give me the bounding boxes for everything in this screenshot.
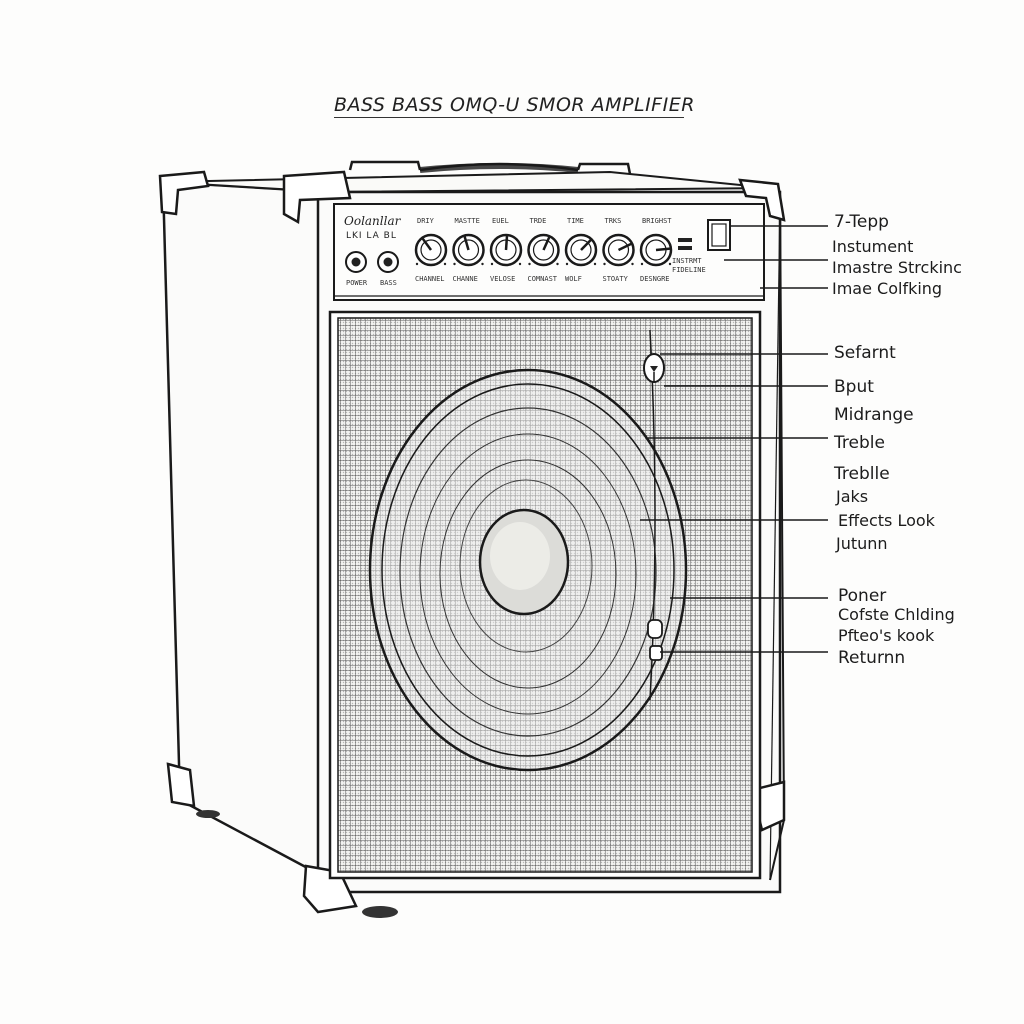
callout-label: Imae Colfking — [832, 279, 943, 298]
knob-cap — [457, 239, 480, 261]
knob-cap — [420, 239, 442, 261]
callout-label: Treble — [834, 433, 885, 453]
corner-protector — [166, 762, 196, 808]
panel-brand: Oolanllar — [344, 214, 401, 228]
input-label: BASS — [380, 279, 397, 287]
callout-label: Sefarnt — [834, 343, 896, 363]
knob-tick — [603, 262, 606, 266]
knob-pointer — [463, 236, 470, 251]
knob-tick — [415, 262, 419, 266]
knob-label-top: DRIY — [417, 217, 434, 225]
knob-tick — [490, 262, 494, 266]
switch-label: INSTRMT — [672, 257, 702, 265]
corner-protector — [158, 170, 210, 216]
knob-label-bottom: COMNAST — [527, 275, 558, 283]
knob-label-top: BRIGHST — [642, 217, 672, 225]
panel-brand-sub: LKI LA BL — [346, 231, 397, 241]
knob-label-bottom: CHANNE — [452, 275, 478, 283]
knob-tick — [453, 262, 456, 266]
knob-label-top: TIME — [567, 217, 584, 225]
speaker-cone — [368, 368, 688, 772]
knob-pointer — [655, 247, 671, 252]
knob-pointer — [580, 239, 592, 251]
control-knobs — [414, 233, 673, 267]
foot — [362, 906, 398, 918]
foot — [196, 810, 220, 818]
callout-label: Returnn — [838, 648, 906, 668]
callout-label: Cofste Chlding — [838, 605, 955, 624]
callout-label: Effects Look — [838, 511, 935, 530]
callout-label: Pfteo's kook — [838, 626, 935, 645]
knob-label-top: MASTTE — [454, 217, 480, 225]
knob-label-top: TRKS — [604, 217, 622, 225]
knob-cap — [570, 239, 592, 261]
callout-label: Poner — [838, 586, 887, 606]
knob-cap — [607, 239, 630, 261]
input-label: POWER — [346, 279, 368, 287]
knob-tick — [565, 262, 569, 266]
callout-label: Bput — [834, 377, 874, 397]
knob-pointer — [421, 237, 433, 251]
knob-label-bottom: DESNGRE — [640, 275, 670, 283]
knob-label-top: EUEL — [492, 217, 509, 225]
callout-label: Instument — [832, 237, 914, 256]
knob-label-bottom: VELOSE — [490, 275, 516, 283]
callout-label: 7-Tepp — [834, 212, 889, 232]
knob-cap — [532, 239, 555, 261]
knob-tick — [556, 262, 559, 266]
callout-label: Midrange — [834, 405, 914, 425]
knob-label-top: TRDE — [529, 217, 547, 225]
rocker-switch — [678, 246, 692, 250]
callout-label: Treblle — [834, 464, 890, 484]
knob-tick — [640, 262, 644, 266]
knob-pointer — [504, 235, 509, 251]
knob-tick — [481, 262, 484, 266]
corner-protector — [738, 178, 786, 222]
knob-tick — [443, 262, 447, 266]
switch-label: FIDELINE — [672, 266, 706, 274]
knob-pointer — [542, 236, 551, 251]
diagram-title: BASS BASS OMQ-U SMOR AMPLIFIER — [334, 94, 695, 118]
knob-tick — [528, 262, 531, 266]
knob-tick — [593, 262, 597, 266]
rocker-switch — [678, 238, 692, 242]
input-jacks — [345, 251, 399, 273]
knob-tick — [518, 262, 522, 266]
knob-tick — [668, 262, 672, 266]
knob-label-bottom: STOATY — [602, 275, 628, 283]
knob-label-bottom: WOLF — [565, 275, 582, 283]
power-switch — [707, 219, 731, 251]
knob-tick — [631, 262, 634, 266]
callout-label: Jaks — [836, 487, 869, 506]
knob-label-bottom: CHANNEL — [415, 275, 445, 283]
callout-label: Imastre Strckinc — [832, 258, 962, 277]
corner-protector — [282, 170, 352, 225]
leader-lines — [640, 225, 828, 653]
callout-label: Jutunn — [836, 534, 888, 553]
knob-pointer — [617, 242, 632, 252]
